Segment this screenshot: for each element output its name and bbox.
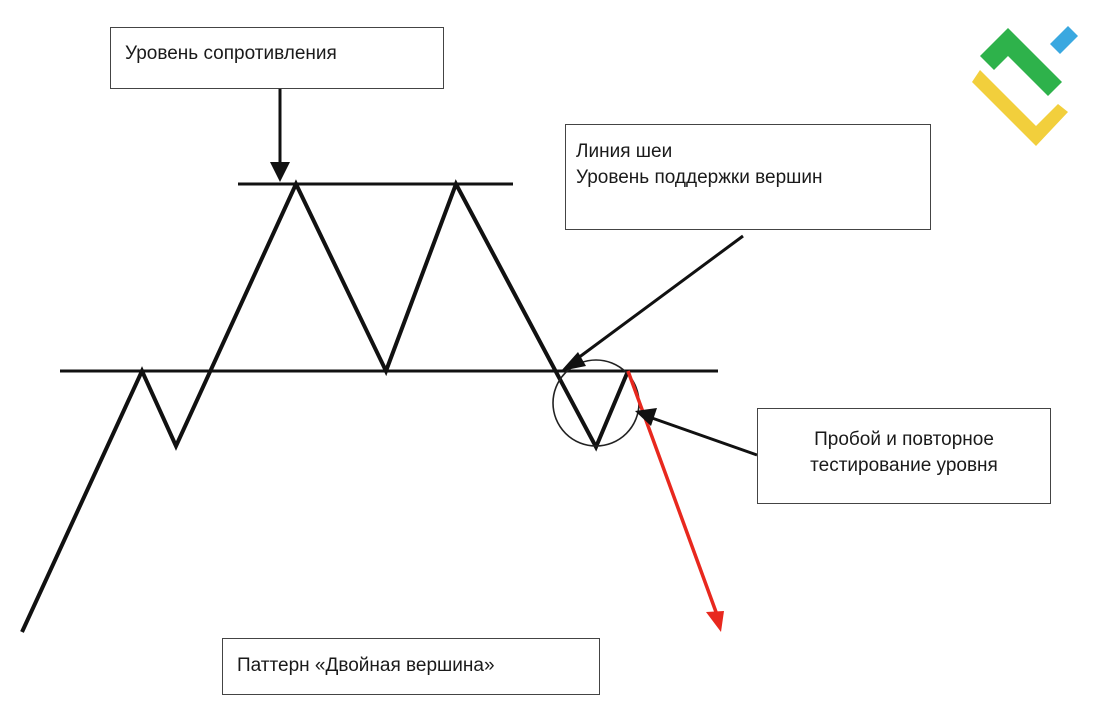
retest-circle [552, 359, 640, 447]
resistance-level-label: Уровень сопротивления [110, 27, 444, 89]
retest-arrow [635, 408, 758, 457]
neckline-label: Линия шеи Уровень поддержки вершин [565, 124, 931, 230]
breakout-retest-text-line-1: Пробой и повторное [814, 429, 994, 450]
price-path [20, 179, 630, 633]
neckline-text-line-2: Уровень поддержки вершин [576, 167, 823, 188]
breakout-retest-label: Пробой и повторное тестирование уровня [757, 408, 1051, 504]
pattern-title-text: Паттерн «Двойная вершина» [237, 655, 495, 676]
breakout-retest-text-line-2: тестирование уровня [810, 455, 998, 476]
neckline-text-line-1: Линия шеи [576, 141, 673, 162]
brand-logo [972, 26, 1078, 146]
resistance-level-text: Уровень сопротивления [125, 43, 337, 64]
neckline-arrow [561, 234, 744, 371]
resistance-arrow [270, 89, 290, 182]
pattern-title-label: Паттерн «Двойная вершина» [222, 638, 600, 695]
